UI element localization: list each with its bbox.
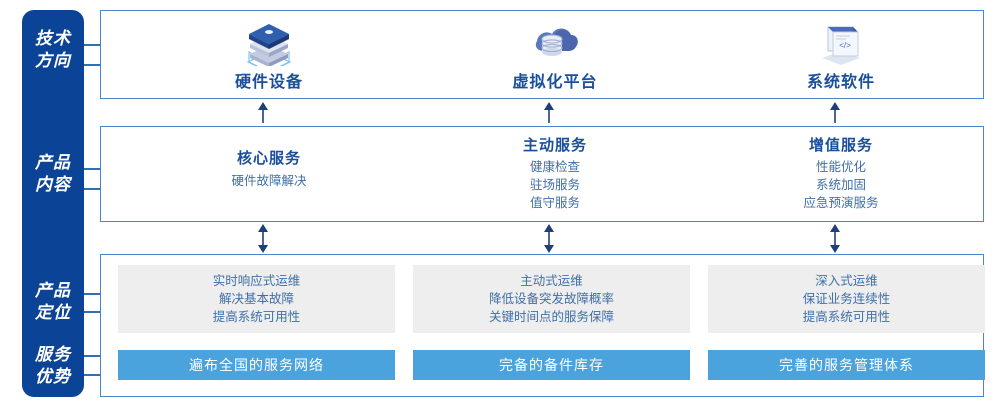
tech-column-title: 虚拟化平台	[512, 73, 598, 91]
rail-label-line: 优势	[35, 367, 71, 386]
positioning-line: 关键时间点的服务保障	[488, 310, 614, 324]
tech-column-title: 硬件设备	[234, 73, 303, 91]
rail-label-line: 内容	[35, 175, 71, 194]
rail-label-line: 产品	[35, 153, 71, 172]
positioning-line: 解决基本故障	[218, 292, 294, 306]
positioning-line: 主动式运维	[520, 274, 583, 288]
content-item: 性能优化	[815, 160, 866, 174]
service-advantage-bar[interactable]: 遍布全国的服务网络	[118, 350, 395, 380]
content-column-title: 主动服务	[522, 137, 587, 154]
product-content-box	[100, 126, 984, 222]
positioning-line: 实时响应式运维	[212, 274, 301, 288]
positioning-line: 深入式运维	[815, 274, 878, 288]
positioning-line: 保证业务连续性	[802, 292, 891, 306]
positioning-line: 降低设备突发故障概率	[488, 292, 614, 306]
content-item: 健康检查	[529, 160, 580, 174]
tech-column-hardware[interactable]: 硬件设备	[124, 10, 414, 99]
content-column-value-added-service[interactable]: 增值服务 性能优化 系统加固 应急预演服务	[696, 126, 986, 222]
content-item: 硬件故障解决	[231, 174, 307, 188]
arrow-up-icon	[828, 102, 842, 129]
cloud-database-icon	[529, 18, 581, 66]
content-item: 值守服务	[529, 196, 580, 210]
laptop-code-icon: </>	[815, 18, 867, 66]
arrow-double-vertical-icon	[542, 224, 556, 258]
rail-label-product-content: 产品 内容	[22, 152, 84, 196]
arrow-double-vertical-icon	[256, 224, 270, 258]
rail-label-technical-direction: 技术 方向	[22, 28, 84, 72]
rail-label-line: 产品	[35, 281, 71, 300]
content-item: 驻场服务	[529, 178, 580, 192]
positioning-line: 提高系统可用性	[802, 310, 891, 324]
rail-label-product-positioning: 产品 定位	[22, 280, 84, 324]
content-column-core-service[interactable]: 核心服务 硬件故障解决	[124, 126, 414, 222]
positioning-card[interactable]: 实时响应式运维 解决基本故障 提高系统可用性	[118, 265, 395, 333]
positioning-card[interactable]: 深入式运维 保证业务连续性 提高系统可用性	[708, 265, 985, 333]
content-column-proactive-service[interactable]: 主动服务 健康检查 驻场服务 值守服务	[410, 126, 700, 222]
service-advantage-bar[interactable]: 完备的备件库存	[413, 350, 690, 380]
tech-column-virtualization[interactable]: 虚拟化平台	[410, 10, 700, 99]
arrow-up-icon	[256, 102, 270, 129]
content-column-title: 增值服务	[808, 137, 873, 154]
svg-text:</>: </>	[839, 41, 851, 50]
rail-label-line: 服务	[35, 345, 71, 364]
server-stack-icon	[243, 18, 295, 66]
rail-label-line: 定位	[35, 303, 71, 322]
tech-column-title: 系统软件	[806, 73, 875, 91]
content-column-title: 核心服务	[236, 150, 301, 167]
positioning-line: 提高系统可用性	[212, 310, 301, 324]
tech-column-system-software[interactable]: </> 系统软件	[696, 10, 986, 99]
positioning-card[interactable]: 主动式运维 降低设备突发故障概率 关键时间点的服务保障	[413, 265, 690, 333]
rail-label-service-advantage: 服务 优势	[22, 344, 84, 388]
arrow-double-vertical-icon	[828, 224, 842, 258]
rail-label-line: 技术	[35, 29, 71, 48]
rail-label-line: 方向	[35, 51, 71, 70]
content-item: 系统加固	[815, 178, 866, 192]
content-item: 应急预演服务	[803, 196, 879, 210]
arrow-up-icon	[542, 102, 556, 129]
service-advantage-bar[interactable]: 完善的服务管理体系	[708, 350, 985, 380]
left-rail	[22, 10, 84, 397]
